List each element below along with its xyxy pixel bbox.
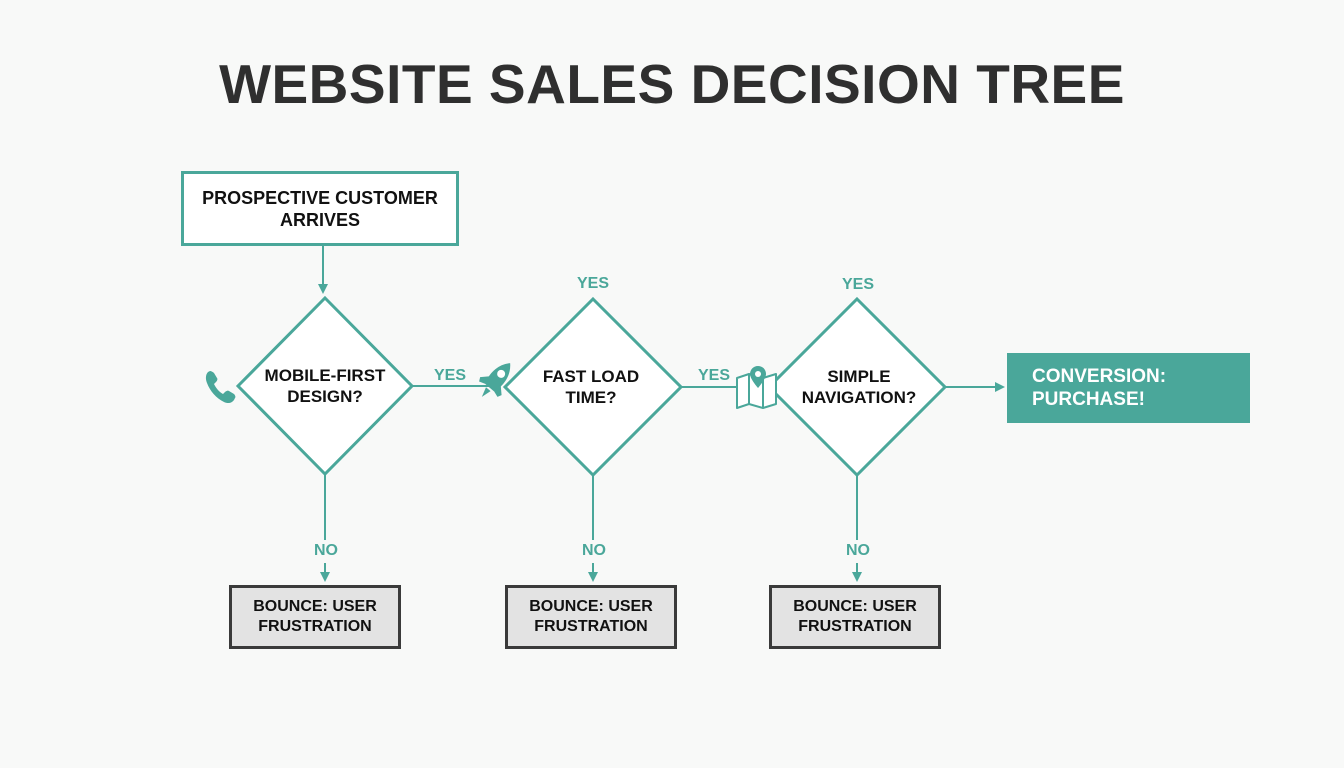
decision-label-mobile: MOBILE-FIRST DESIGN? <box>265 365 386 407</box>
edge-label-no-d2: NO <box>582 542 606 559</box>
phone-icon <box>205 371 236 404</box>
decision-label-line2: TIME? <box>565 388 617 407</box>
edge-label-top-yes-d2: YES <box>576 275 610 292</box>
decision-label-line2: DESIGN? <box>287 387 363 406</box>
edge-label-yes-d1: YES <box>433 367 467 384</box>
conversion-node: CONVERSION: PURCHASE! <box>1007 353 1250 423</box>
bounce-label-line2: FRUSTRATION <box>258 618 372 635</box>
start-node-label: PROSPECTIVE CUSTOMER ARRIVES <box>202 187 438 230</box>
rocket-icon <box>479 363 511 397</box>
bounce-label-line2: FRUSTRATION <box>534 618 648 635</box>
diagram-title: WEBSITE SALES DECISION TREE <box>219 53 1125 115</box>
bounce-label-line2: FRUSTRATION <box>798 618 912 635</box>
bounce-node-1: BOUNCE: USER FRUSTRATION <box>229 585 401 649</box>
map-pin-icon <box>736 366 777 409</box>
decision-label-line1: FAST LOAD <box>542 367 640 386</box>
edge-label-no-d1: NO <box>314 542 338 559</box>
bounce-label-line1: BOUNCE: USER <box>529 598 653 615</box>
decision-label-line1: MOBILE-FIRST <box>264 366 386 385</box>
start-node: PROSPECTIVE CUSTOMER ARRIVES <box>181 171 459 246</box>
conversion-label-line1: CONVERSION: <box>1032 366 1167 387</box>
bounce-node-2: BOUNCE: USER FRUSTRATION <box>505 585 677 649</box>
edge-label-top-yes-d3: YES <box>841 276 875 293</box>
decision-label-line2: NAVIGATION? <box>801 388 917 407</box>
decision-label-load: FAST LOAD TIME? <box>543 366 639 408</box>
conversion-label-line2: PURCHASE! <box>1032 389 1145 410</box>
edge-label-no-d3: NO <box>846 542 870 559</box>
bounce-node-3: BOUNCE: USER FRUSTRATION <box>769 585 941 649</box>
bounce-label-line1: BOUNCE: USER <box>253 598 377 615</box>
edge-label-yes-d2: YES <box>697 367 731 384</box>
decision-label-navigation: SIMPLE NAVIGATION? <box>802 366 917 408</box>
decision-label-line1: SIMPLE <box>827 367 891 386</box>
bounce-label-line1: BOUNCE: USER <box>793 598 917 615</box>
